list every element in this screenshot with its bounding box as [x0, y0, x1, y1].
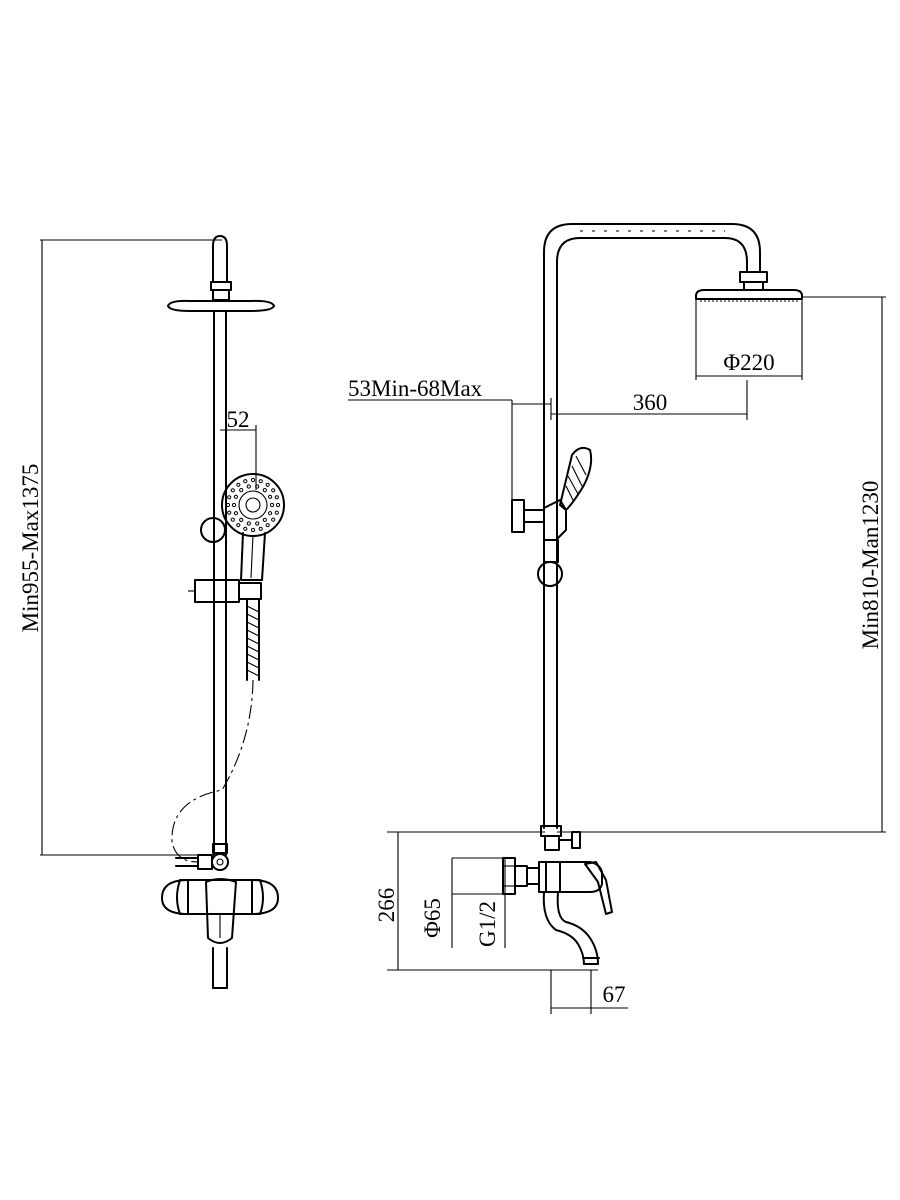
front-view: Min955-Max1375 52	[18, 235, 285, 989]
front-riser-pipe	[213, 310, 227, 856]
spray-nozzle	[274, 510, 279, 515]
spray-nozzle	[243, 526, 248, 531]
diverter-front	[175, 843, 229, 871]
spray-nozzle	[239, 517, 244, 523]
height-range-label: Min955-Max1375	[18, 464, 43, 633]
spray-nozzle	[268, 494, 273, 499]
head-connector	[210, 281, 232, 291]
spray-nozzle	[230, 517, 235, 522]
spray-nozzle	[255, 521, 260, 526]
head-connector-side	[739, 271, 768, 283]
spray-nozzle	[233, 511, 238, 516]
arm-reach-label: 360	[633, 390, 668, 415]
spray-nozzle	[231, 502, 237, 508]
spray-nozzle	[271, 488, 276, 493]
spray-nozzle	[269, 502, 275, 508]
riser-top-cap	[212, 235, 228, 283]
head-diameter-dimension: Φ220	[695, 300, 803, 380]
hand-shower-face	[221, 473, 285, 581]
spray-nozzle	[250, 477, 256, 483]
riser-arm-inner	[556, 237, 748, 829]
head-nut-side	[743, 281, 764, 291]
hose-path	[171, 679, 254, 863]
wall-distance-label: 53Min-68Max	[348, 376, 483, 401]
wall-distance-dimension: 53Min-68Max	[348, 376, 551, 500]
spray-nozzle	[236, 482, 241, 487]
spray-nozzle	[246, 484, 251, 489]
head-diameter-label: Φ220	[723, 350, 774, 375]
hose-coil	[246, 599, 260, 681]
spray-nozzle	[262, 488, 267, 493]
spray-nozzle	[268, 511, 273, 516]
spray-nozzle	[227, 510, 232, 515]
shower-head-side	[695, 289, 803, 300]
spray-nozzle	[255, 484, 260, 489]
spout-projection-label: 67	[603, 982, 626, 1007]
spray-nozzle	[230, 488, 235, 493]
front-height-dimension: Min955-Max1375	[18, 239, 222, 856]
spray-nozzle	[225, 502, 231, 508]
shower-head-front	[167, 299, 275, 312]
spray-nozzle	[262, 517, 267, 523]
mixer-height-dimension: 266	[374, 831, 598, 971]
diverter-side	[540, 825, 581, 851]
spray-nozzle	[258, 479, 263, 484]
spray-nozzle	[236, 523, 241, 528]
spray-nozzle	[275, 502, 281, 508]
side-view: Φ220 360 53Min-68Max	[348, 223, 886, 1014]
thread-label: G1/2	[475, 901, 500, 947]
spray-nozzle	[246, 521, 251, 526]
spray-nozzle	[258, 526, 263, 531]
spray-nozzle	[239, 488, 244, 493]
spray-nozzle	[265, 523, 270, 528]
head-nut	[212, 289, 230, 301]
slide-holder	[188, 579, 262, 603]
escutcheon-diameter-label: Φ65	[420, 898, 445, 938]
spray-nozzle	[227, 495, 232, 500]
spray-nozzle	[233, 494, 238, 499]
spray-nozzle	[243, 479, 248, 484]
mixer-side	[502, 857, 613, 965]
spout-projection-dimension: 67	[550, 970, 628, 1014]
hand-offset-dimension: 52	[220, 407, 257, 490]
mixer-height-label: 266	[374, 888, 399, 923]
spray-nozzle	[274, 495, 279, 500]
spray-nozzle	[265, 482, 270, 487]
hand-offset-label: 52	[227, 407, 250, 432]
riser-arm-outer	[543, 223, 761, 829]
spray-nozzle	[250, 527, 256, 533]
shower-height-dimension: Min810-Man1230	[557, 296, 886, 833]
mixer-front	[161, 878, 279, 989]
hand-shower-side	[537, 446, 593, 587]
shower-height-label: Min810-Man1230	[858, 481, 883, 650]
holder-knob	[200, 517, 226, 543]
escutcheon-dimension: Φ65	[420, 857, 515, 948]
thread-dimension: G1/2	[475, 858, 515, 948]
spray-nozzle	[271, 517, 276, 522]
wall-bracket	[511, 499, 545, 533]
arm-reach-dimension: 360	[550, 380, 748, 420]
